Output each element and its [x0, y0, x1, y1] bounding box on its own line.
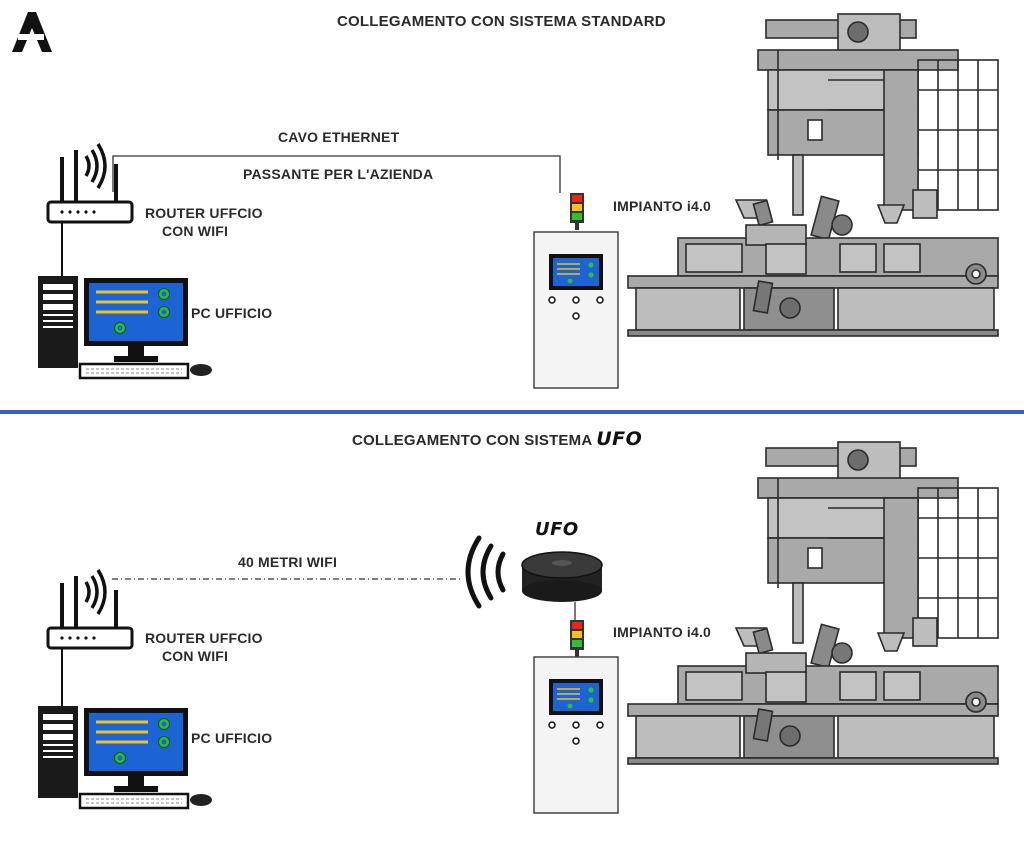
keyboard-icon	[78, 792, 190, 810]
plant-label: IMPIANTO i4.0	[613, 624, 712, 640]
brand-logo-icon	[12, 12, 52, 52]
ufo-device-label: UFO	[535, 519, 579, 540]
ufo-brand-text: UFO	[596, 428, 643, 450]
router-label-line1: ROUTER UFFCIO	[145, 630, 263, 646]
ethernet-cable-line	[112, 155, 561, 193]
wifi-distance-label: 40 METRI WIFI	[238, 554, 338, 570]
section-divider	[0, 410, 1024, 414]
signal-tower-icon	[570, 193, 584, 230]
ethernet-cable-sublabel: PASSANTE PER L'AZIENDA	[243, 166, 434, 182]
machine-plant-icon	[627, 441, 999, 765]
signal-tower-icon	[570, 620, 584, 657]
mouse-icon	[190, 364, 212, 376]
pc-tower-icon	[38, 706, 78, 798]
ethernet-cable-label: CAVO ETHERNET	[278, 129, 400, 145]
top-section-title: COLLEGAMENTO CON SISTEMA STANDARD	[337, 13, 666, 30]
router-label-line2: CON WIFI	[162, 223, 229, 239]
wifi-signal-icon	[465, 535, 506, 609]
pc-label: PC UFFICIO	[191, 305, 273, 321]
control-cabinet-icon	[533, 231, 619, 389]
plant-label: IMPIANTO i4.0	[613, 198, 712, 214]
monitor-icon	[82, 706, 190, 794]
machine-plant-icon	[627, 13, 999, 337]
router-label-line2: CON WIFI	[162, 648, 229, 664]
control-cabinet-icon	[533, 656, 619, 814]
bottom-title-text: COLLEGAMENTO CON SISTEMA	[352, 432, 592, 449]
monitor-icon	[82, 276, 190, 364]
keyboard-icon	[78, 362, 190, 380]
ufo-device-icon	[521, 551, 603, 602]
bottom-section-title: COLLEGAMENTO CON SISTEMA UFO	[352, 428, 642, 450]
mouse-icon	[190, 794, 212, 806]
pc-label: PC UFFICIO	[191, 730, 273, 746]
router-label-line1: ROUTER UFFCIO	[145, 205, 263, 221]
router-icon	[46, 568, 134, 650]
pc-tower-icon	[38, 276, 78, 368]
